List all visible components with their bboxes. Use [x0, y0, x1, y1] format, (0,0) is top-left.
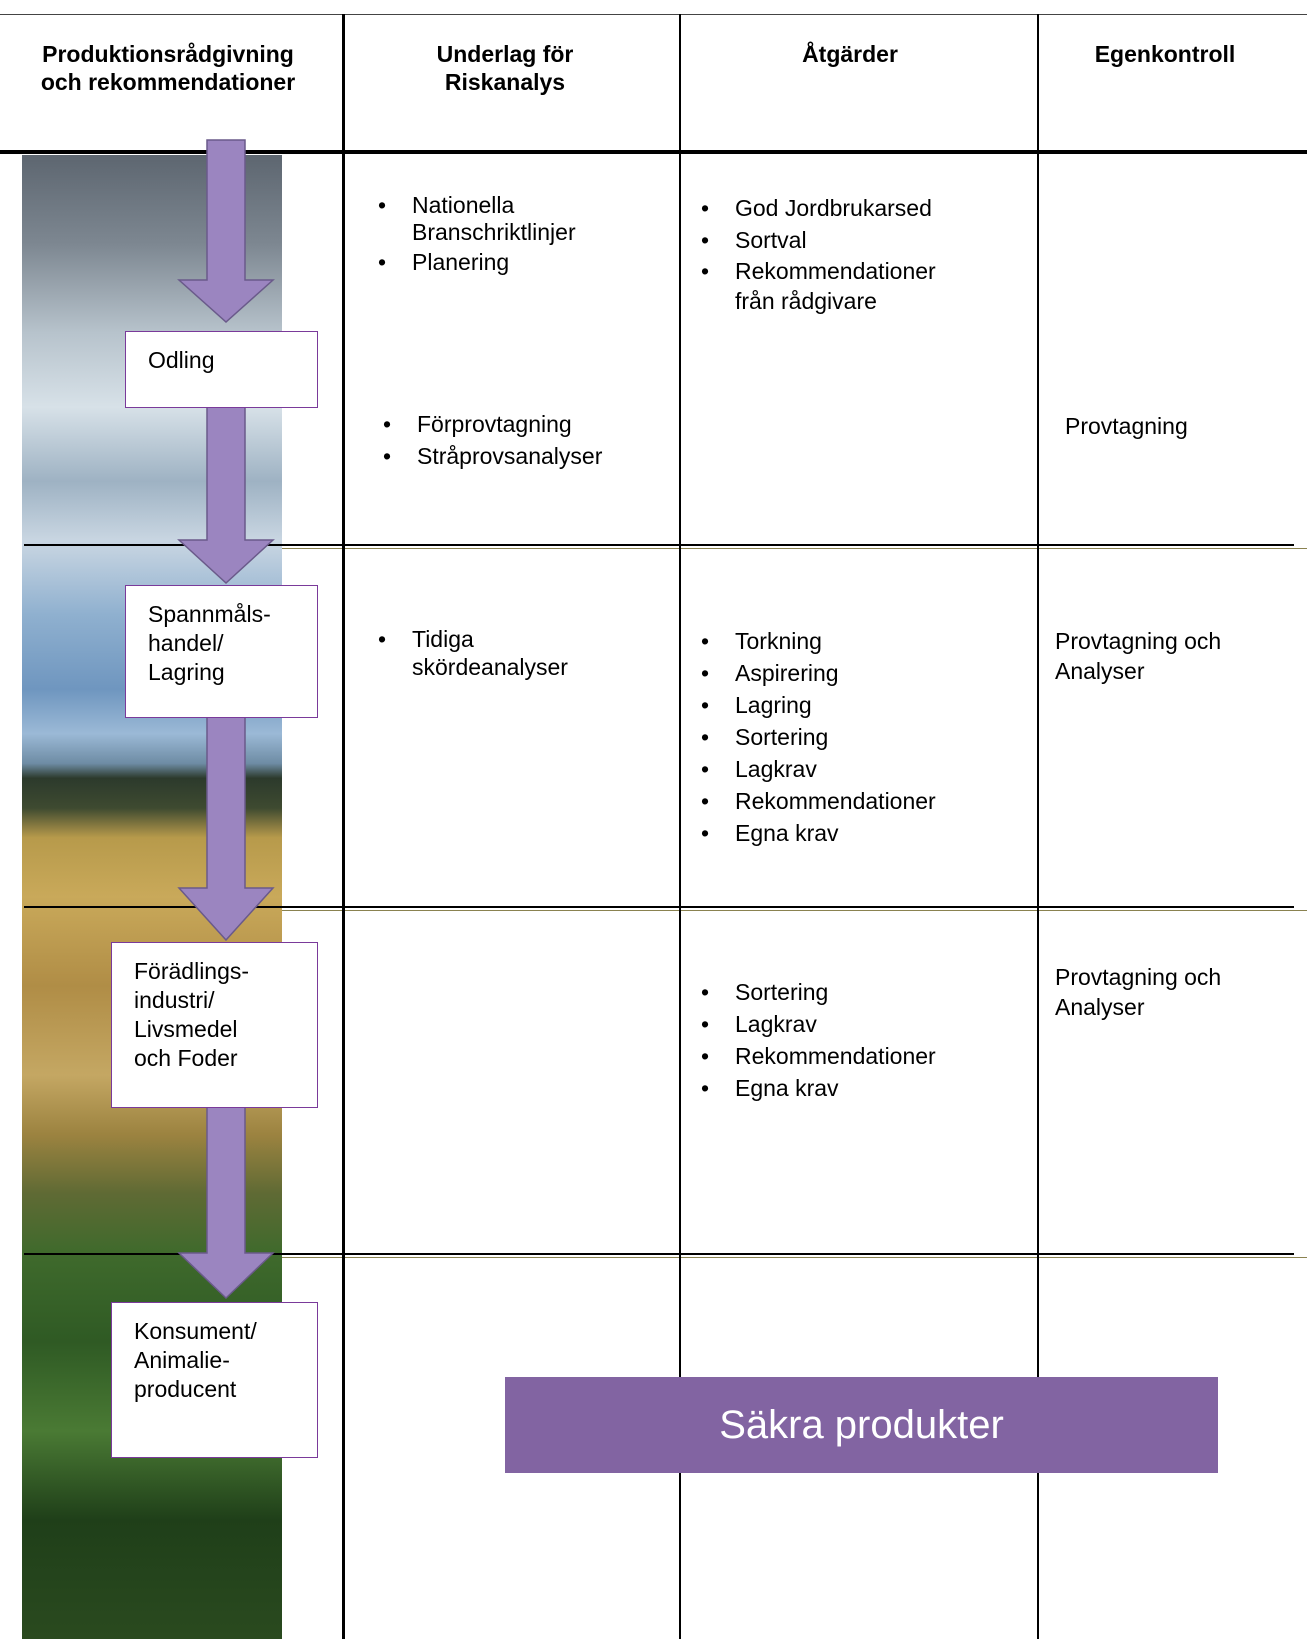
- atgarder-list-row2: Torkning Aspirering Lagring Sortering La…: [693, 625, 1033, 849]
- col-divider-1: [342, 14, 345, 1639]
- list-item: Rekommendationer från rådgivare: [693, 256, 1033, 316]
- list-item: Planering: [370, 249, 670, 276]
- list-item: Sortering: [693, 721, 1033, 753]
- list-item: Egna krav: [693, 817, 1033, 849]
- underlag-list-row1b: Förprovtagning Stråprovsanalyser: [375, 408, 675, 472]
- atgarder-list-row1: God Jordbrukarsed Sortval Rekommendation…: [693, 192, 1033, 316]
- underlag-list-row1a: Nationella Branschriktlinjer Planering: [370, 192, 670, 276]
- egenkontroll-row1: Provtagning: [1065, 413, 1188, 439]
- list-item: Sortering: [693, 976, 1033, 1008]
- list-item: Rekommendationer: [693, 785, 1033, 817]
- list-item: Förprovtagning: [375, 408, 675, 440]
- list-item: Tidiga skördeanalyser: [370, 625, 670, 681]
- list-item: Sortval: [693, 224, 1033, 256]
- row-divider-1: [24, 544, 1294, 546]
- header-col1: Produktionsrådgivning och rekommendation…: [40, 41, 296, 95]
- row-divider-3: [24, 1253, 1294, 1255]
- list-item: Stråprovsanalyser: [375, 440, 675, 472]
- list-item: Egna krav: [693, 1072, 1033, 1104]
- col-divider-3: [1037, 14, 1039, 1639]
- header-col4: Egenkontroll: [1094, 41, 1236, 67]
- stage-label: Spannmåls- handel/ Lagring: [148, 601, 271, 685]
- row-divider-3b: [282, 1257, 1307, 1258]
- stage-label: Konsument/ Animalie- producent: [134, 1318, 257, 1402]
- list-item: Torkning: [693, 625, 1033, 657]
- row-divider-1b: [282, 548, 1307, 549]
- stage-label: Förädlings- industri/ Livsmedel och Fode…: [134, 958, 250, 1071]
- list-item: Lagkrav: [693, 1008, 1033, 1040]
- down-arrow-1: [177, 139, 275, 324]
- header-col3: Åtgärder: [802, 41, 898, 67]
- down-arrow-2: [177, 391, 275, 585]
- atgarder-list-row3: Sortering Lagkrav Rekommendationer Egna …: [693, 976, 1033, 1104]
- col-divider-2: [679, 14, 681, 1639]
- down-arrow-3: [177, 705, 275, 942]
- stage-box-konsument: Konsument/ Animalie- producent: [111, 1302, 318, 1458]
- top-rule: [0, 14, 1307, 15]
- stage-box-odling: Odling: [125, 331, 318, 408]
- list-item: Nationella Branschriktlinjer: [370, 192, 670, 246]
- banner-label: Säkra produkter: [719, 1402, 1004, 1447]
- egenkontroll-row3: Provtagning och Analyser: [1055, 964, 1222, 1020]
- stage-box-foradlingsindustri: Förädlings- industri/ Livsmedel och Fode…: [111, 942, 318, 1108]
- row-divider-2: [24, 906, 1294, 908]
- underlag-list-row2: Tidiga skördeanalyser: [370, 625, 670, 681]
- list-item: Aspirering: [693, 657, 1033, 689]
- row-divider-2b: [282, 910, 1307, 911]
- list-item: Lagring: [693, 689, 1033, 721]
- header-divider: [0, 150, 1307, 154]
- stage-label: Odling: [148, 347, 215, 373]
- stage-box-spannmalshandel: Spannmåls- handel/ Lagring: [125, 585, 318, 718]
- safe-products-banner: Säkra produkter: [505, 1377, 1218, 1473]
- list-item: Rekommendationer: [693, 1040, 1033, 1072]
- list-item: God Jordbrukarsed: [693, 192, 1033, 224]
- egenkontroll-row2: Provtagning och Analyser: [1055, 628, 1222, 684]
- down-arrow-4: [177, 1106, 275, 1300]
- header-col2: Underlag för Riskanalys: [436, 41, 574, 95]
- list-item: Lagkrav: [693, 753, 1033, 785]
